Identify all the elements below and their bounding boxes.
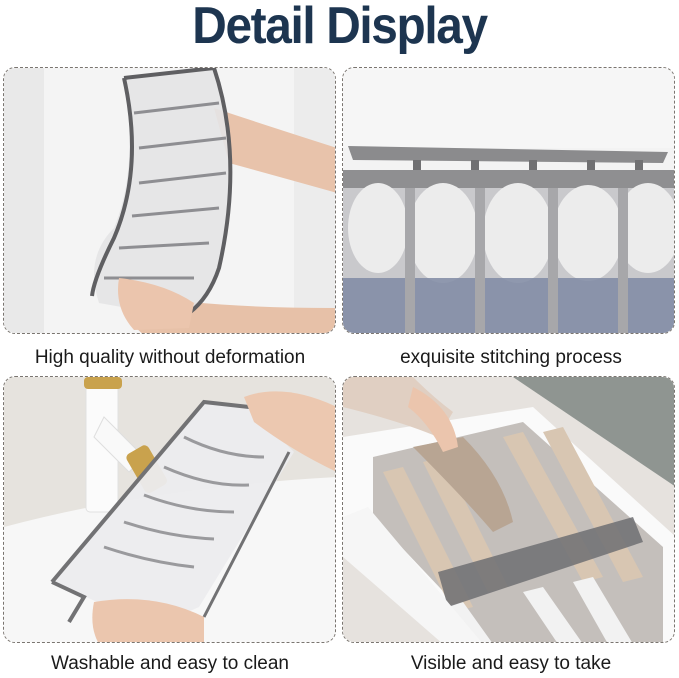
stitching-image <box>343 68 674 333</box>
image-panel-stitching <box>342 67 675 334</box>
caption-panel-3: Washable and easy to clean <box>50 653 289 674</box>
page-title: Detail Display <box>192 0 488 55</box>
organizer-bent-image <box>4 68 335 333</box>
organizer-drawer-image <box>343 377 674 642</box>
caption-panel-1: High quality without deformation <box>34 347 306 368</box>
image-panel-washable <box>3 376 336 643</box>
image-panel-visible <box>342 376 675 643</box>
image-panel-flexible <box>3 67 336 334</box>
organizer-sink-image <box>4 377 335 642</box>
caption-panel-2: exquisite stitching process <box>400 347 622 368</box>
caption-panel-4: Visible and easy to take <box>410 653 612 674</box>
